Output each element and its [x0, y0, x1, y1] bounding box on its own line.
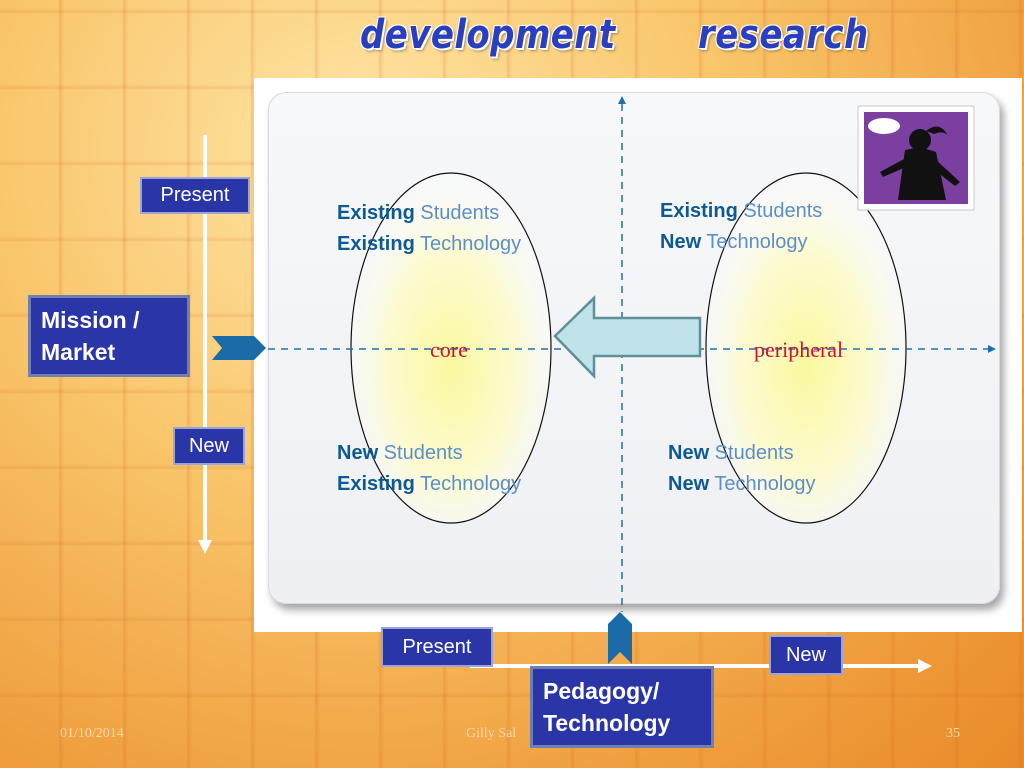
quadrant-top-left: Existing Students Existing Technology	[337, 202, 522, 255]
footer-author: Gilly Sal	[466, 726, 517, 741]
y-axis-title-line1: Mission /	[41, 307, 140, 333]
quadrant-top-right: Existing Students New Technology	[660, 200, 823, 253]
peripheral-label: peripheral	[754, 337, 844, 362]
footer-date: 01/10/2014	[60, 726, 124, 741]
left-axis-marker-icon	[212, 336, 266, 360]
y-axis-present-label: Present	[140, 177, 250, 214]
header-research: research	[698, 12, 869, 58]
header-development: development	[360, 12, 616, 58]
quadrant-bottom-left: New Students Existing Technology	[337, 442, 522, 495]
core-oval	[350, 172, 552, 524]
vertical-dashed-axis	[618, 96, 626, 612]
y-axis-new-label: New	[173, 427, 245, 465]
footer-page-number: 35	[946, 726, 960, 741]
peripheral-oval	[705, 172, 907, 524]
bottom-axis-marker-icon	[608, 612, 632, 664]
silhouette-thumbnail-icon	[857, 105, 975, 211]
x-axis-title-box: Pedagogy/ Technology	[530, 666, 714, 748]
horizontal-dashed-axis	[268, 345, 996, 353]
x-axis-title-line1: Pedagogy/	[543, 678, 660, 704]
x-axis-title-line2: Technology	[543, 710, 671, 736]
y-axis-title-line2: Market	[41, 339, 116, 365]
quadrant-bottom-right: New Students New Technology	[668, 442, 816, 495]
x-axis-present-label: Present	[381, 627, 493, 667]
x-axis-new-label: New	[769, 635, 843, 675]
core-label: core	[430, 337, 468, 362]
y-axis-title-box: Mission / Market	[28, 295, 190, 377]
migration-arrow-icon	[553, 295, 702, 380]
